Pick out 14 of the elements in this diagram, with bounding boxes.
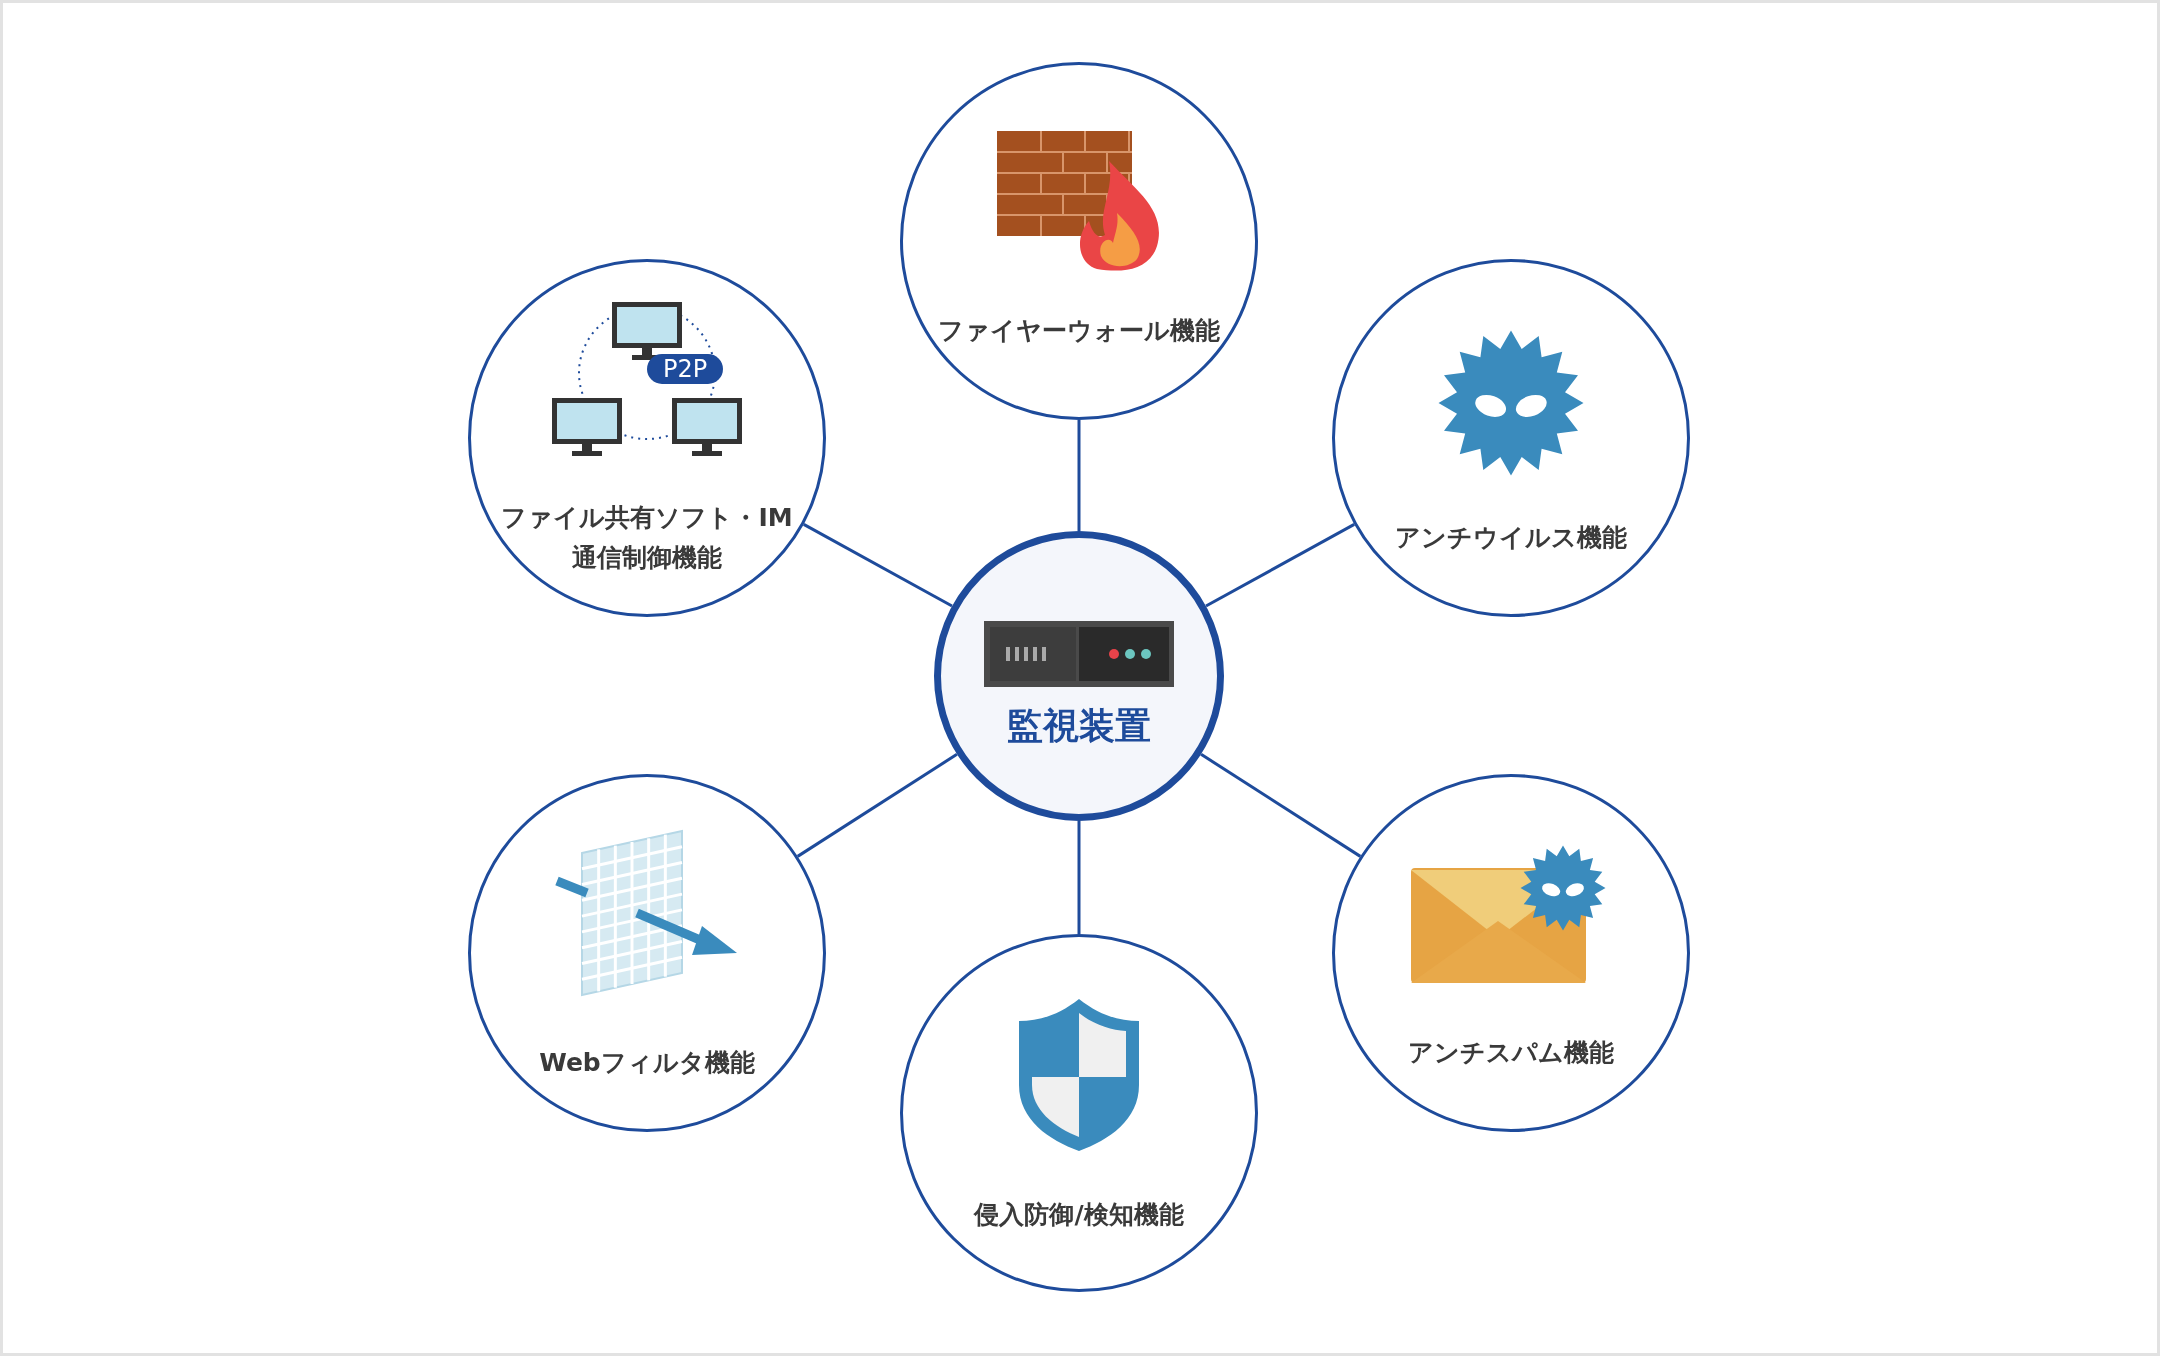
connector-line: [796, 753, 958, 858]
connector-line: [803, 523, 953, 608]
hub-label: 監視装置: [1006, 706, 1152, 746]
function-label: ファイヤーウォール機能: [937, 315, 1221, 347]
connector-line: [1077, 420, 1081, 531]
connector-line: [1077, 821, 1081, 934]
p2p-badge: P2P: [647, 354, 724, 384]
connector-line: [1200, 753, 1362, 858]
function-label: Webフィルタ機能: [538, 1047, 756, 1079]
function-label: ファイル共有ソフト・IM通信制御機能: [501, 502, 793, 574]
function-label: 侵入防御/検知機能: [972, 1199, 1185, 1231]
connector-line: [1205, 523, 1355, 608]
function-label: アンチウイルス機能: [1394, 522, 1628, 554]
function-label: アンチスパム機能: [1407, 1037, 1615, 1069]
